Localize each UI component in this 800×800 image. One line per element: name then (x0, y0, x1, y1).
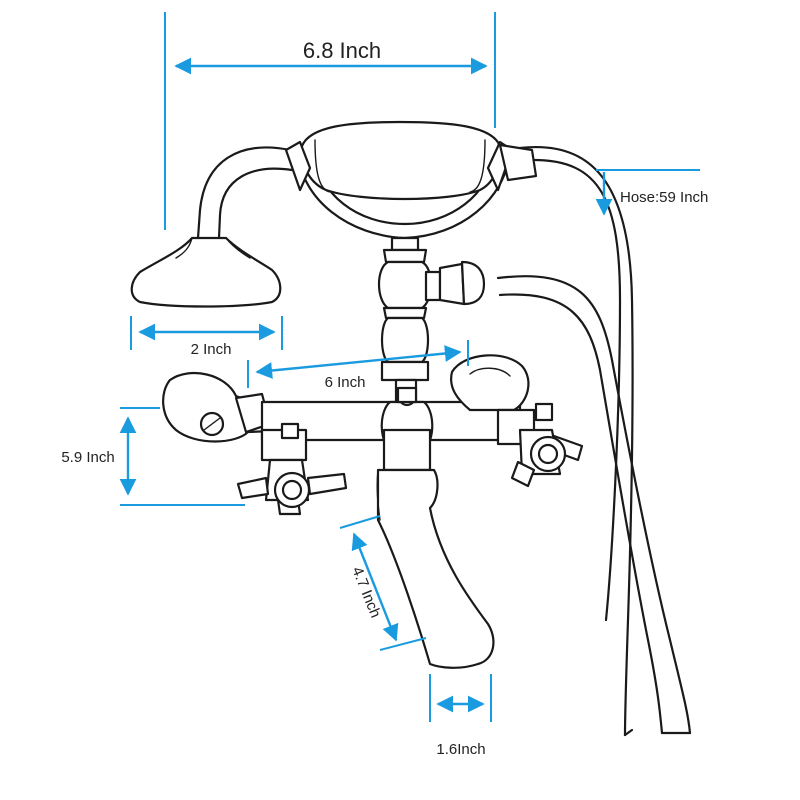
handset (300, 120, 502, 201)
handshower-hose (196, 146, 292, 240)
riser-top (390, 236, 420, 252)
right-cross-handle (496, 402, 584, 488)
label-spout-length: 4.7 Inch (348, 564, 384, 620)
dimension-lines (119, 12, 700, 722)
right-wall-bracket (450, 354, 530, 412)
label-height: 5.9 Inch (61, 449, 114, 466)
left-cross-handle (236, 422, 348, 516)
dim-spread (255, 345, 462, 379)
label-width-total: 6.8 Inch (303, 38, 381, 63)
faucet-drawing (130, 120, 692, 737)
shower-head (130, 236, 282, 308)
label-spread: 6 Inch (325, 374, 366, 391)
label-head-width: 2 Inch (191, 341, 232, 358)
spout (376, 468, 495, 669)
dim-spout-length (351, 532, 399, 642)
label-hose: Hose:59 Inch (620, 189, 708, 206)
hose (518, 145, 634, 737)
label-spout-width: 1.6Inch (436, 741, 485, 758)
